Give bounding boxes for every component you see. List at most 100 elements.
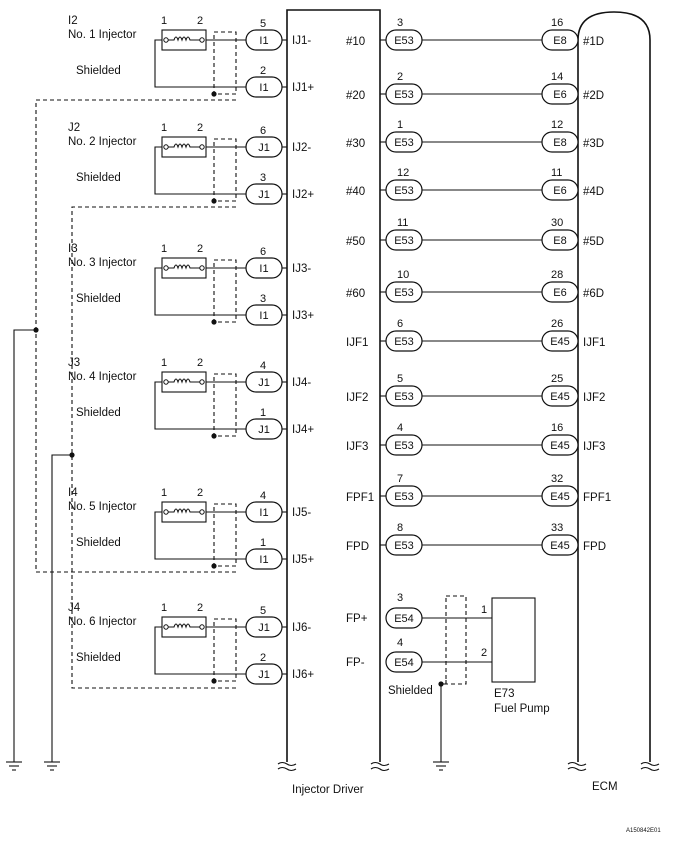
injector-pin-1: 1 — [161, 357, 167, 369]
shield-label: Shielded — [76, 407, 121, 419]
terminal-icon — [199, 37, 205, 43]
injector-pin-2: 2 — [197, 122, 203, 134]
driver-pin-number: 2 — [397, 71, 403, 83]
driver-pin-number: 7 — [397, 473, 403, 485]
injector-id: I2 — [68, 15, 78, 27]
injector-pin-2: 2 — [197, 357, 203, 369]
neg-pin-number: 5 — [260, 18, 266, 30]
neg-signal: IJ1- — [292, 35, 311, 47]
driver-connector-label: E53 — [394, 491, 414, 503]
neg-connector-label: J1 — [258, 142, 270, 154]
ecm-pin-number: 12 — [551, 119, 563, 131]
driver-pin-number: 4 — [397, 422, 403, 434]
pos-pin-number: 3 — [260, 172, 266, 184]
fuel-pump-name: Fuel Pump — [494, 703, 550, 715]
ecm-pin-number: 30 — [551, 217, 563, 229]
driver-break-right — [370, 761, 390, 772]
injector-driver-box — [286, 9, 381, 762]
shield-label: Shielded — [76, 65, 121, 77]
terminal-icon — [163, 144, 169, 150]
fuel-pump-box — [491, 597, 536, 683]
pos-connector-label: I1 — [259, 310, 268, 322]
driver-pin-number: 11 — [397, 217, 408, 229]
driver-signal: #50 — [346, 236, 365, 248]
driver-signal: IJF3 — [346, 441, 368, 453]
pump-shield-junction — [438, 681, 444, 687]
pos-connector — [245, 76, 283, 98]
driver-signal: FPF1 — [346, 492, 374, 504]
ecm-connector-label: E45 — [550, 440, 570, 452]
driver-connector-label: E53 — [394, 35, 414, 47]
pos-connector — [245, 548, 283, 570]
driver-break-left — [277, 761, 297, 772]
driver-signal: #40 — [346, 186, 365, 198]
pos-connector — [245, 418, 283, 440]
pos-connector — [245, 663, 283, 685]
injector-pin-1: 1 — [161, 15, 167, 27]
ecm-connector-label: E6 — [553, 287, 566, 299]
driver-pin-number: 6 — [397, 318, 403, 330]
pos-signal: IJ5+ — [292, 554, 314, 566]
ground-wire-a — [13, 329, 36, 762]
neg-pin-number: 6 — [260, 246, 266, 258]
pos-pin-number: 3 — [260, 293, 266, 305]
ecm-pin-number: 16 — [551, 17, 563, 29]
ecm-connector — [541, 485, 579, 507]
injector-id: J2 — [68, 122, 80, 134]
pos-connector-label: I1 — [259, 82, 268, 94]
ecm-pin-number: 32 — [551, 473, 563, 485]
terminal-icon — [163, 37, 169, 43]
ecm-connector-label: E8 — [553, 137, 566, 149]
pos-pin-number: 1 — [260, 407, 266, 419]
coil-icon — [166, 378, 202, 384]
injector-name: No. 4 Injector — [68, 371, 137, 383]
neg-connector-label: J1 — [258, 377, 270, 389]
neg-signal: IJ4- — [292, 377, 311, 389]
pos-signal: IJ2+ — [292, 189, 314, 201]
injector-pos-wire — [154, 511, 246, 560]
ground-symbol-pump — [433, 761, 449, 771]
injector-pos-wire — [154, 267, 246, 316]
neg-connector — [245, 616, 283, 638]
ecm-pin-number: 28 — [551, 269, 563, 281]
shield-label: Shielded — [76, 537, 121, 549]
ecm-connector — [541, 434, 579, 456]
shield-junction — [211, 91, 217, 97]
shield-box — [213, 259, 237, 323]
pump-pos-connector-label: E54 — [394, 613, 414, 625]
pump-neg-connector-label: E54 — [394, 657, 414, 669]
neg-connector-label: J1 — [258, 622, 270, 634]
shield-box — [213, 31, 237, 95]
pump-shield-label: Shielded — [388, 685, 433, 697]
ecm-break-left — [567, 761, 587, 772]
driver-connector-label: E53 — [394, 89, 414, 101]
driver-pin-number: 12 — [397, 167, 409, 179]
injector-id: J3 — [68, 357, 80, 369]
ecm-connector — [541, 330, 579, 352]
pos-connector — [245, 183, 283, 205]
driver-pin-number: 5 — [397, 373, 403, 385]
injector-pin-1: 1 — [161, 243, 167, 255]
driver-connector-label: E53 — [394, 391, 414, 403]
pump-pos-pin-number: 3 — [397, 592, 403, 604]
driver-pin-number: 8 — [397, 522, 403, 534]
shield-label: Shielded — [76, 652, 121, 664]
injector-id: I3 — [68, 243, 78, 255]
driver-pin-number: 10 — [397, 269, 409, 281]
ground-wire-b — [51, 454, 72, 762]
driver-signal: IJF2 — [346, 392, 368, 404]
injector-pin-1: 1 — [161, 487, 167, 499]
ecm-connector — [541, 131, 579, 153]
